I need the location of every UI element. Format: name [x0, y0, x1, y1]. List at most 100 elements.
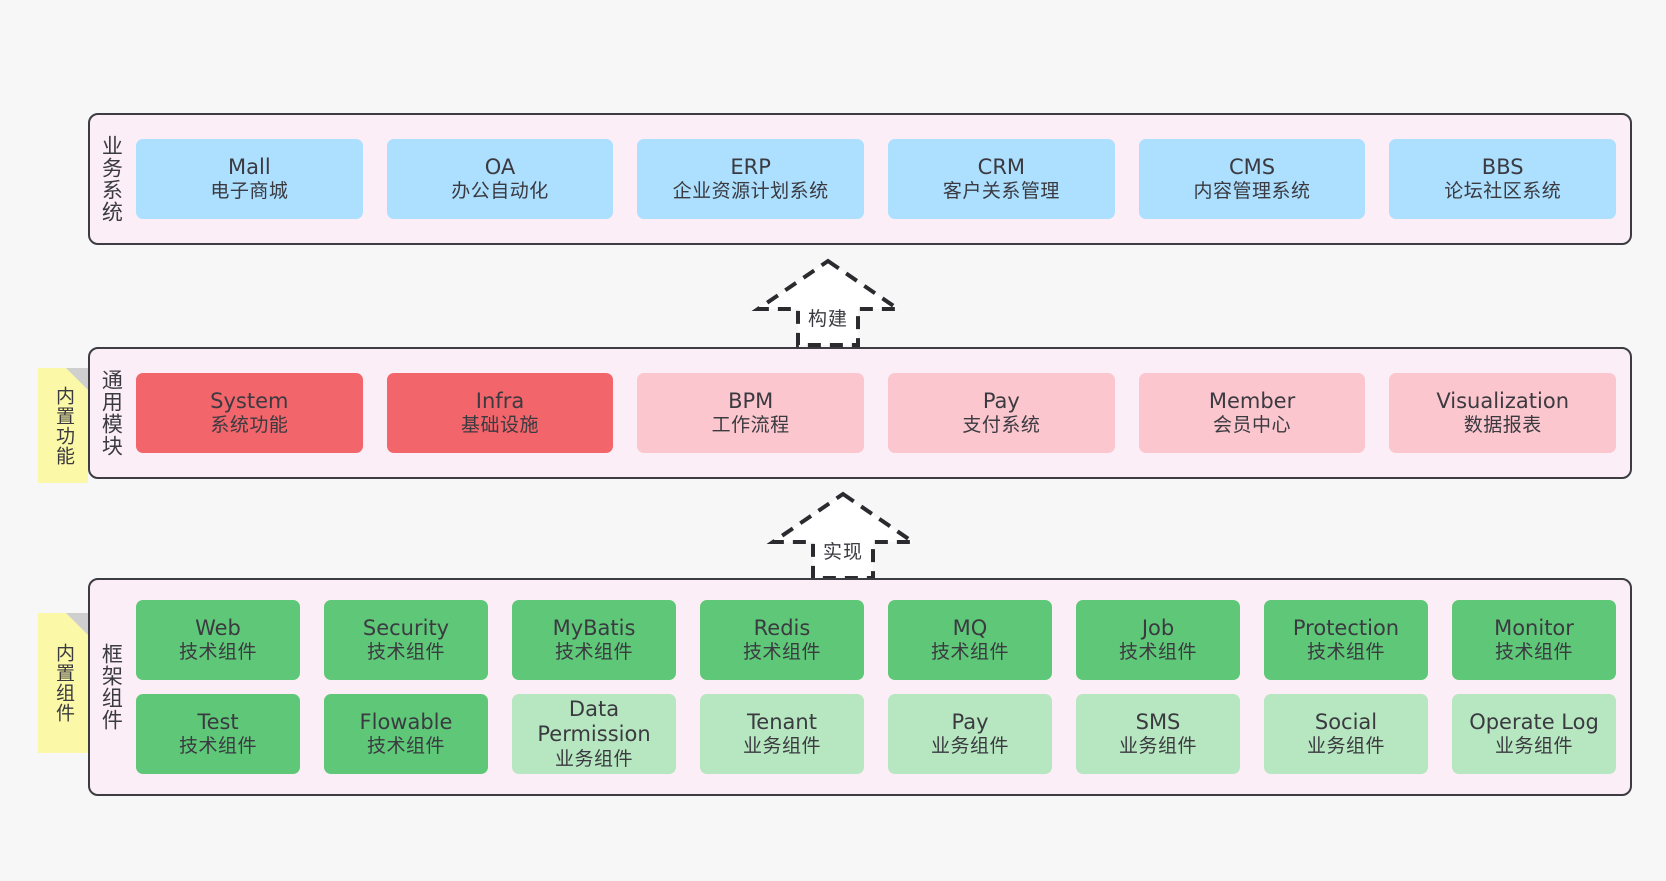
card-title: SMS: [1135, 709, 1181, 734]
hollow-arrow-up-icon: [766, 491, 920, 580]
arrow-build: 构建: [748, 255, 908, 347]
card-subtitle: 论坛社区系统: [1444, 180, 1562, 203]
card-subtitle: 系统功能: [210, 414, 289, 437]
hollow-arrow-up-icon: [751, 258, 905, 347]
card-sms[interactable]: SMS 业务组件: [1076, 694, 1240, 774]
card-title: MQ: [952, 615, 988, 640]
card-operate-log[interactable]: Operate Log 业务组件: [1452, 694, 1616, 774]
layer-body-common-module: System 系统功能 Infra 基础设施 BPM 工作流程 Pay 支付系统…: [132, 349, 1630, 477]
card-title: Operate Log: [1469, 709, 1599, 734]
card-title: System: [210, 388, 289, 413]
layer-business-system: 业务系统 Mall 电子商城 OA 办公自动化 ERP 企业资源计划系统 CRM…: [88, 113, 1632, 245]
card-subtitle: 技术组件: [1306, 641, 1385, 664]
card-subtitle: 会员中心: [1213, 414, 1292, 437]
card-infra[interactable]: Infra 基础设施: [386, 373, 614, 453]
card-title: Member: [1208, 388, 1296, 413]
card-oa[interactable]: OA 办公自动化: [386, 139, 614, 219]
card-title: Data Permission: [537, 696, 651, 747]
card-subtitle: 业务组件: [742, 735, 821, 758]
card-title: Monitor: [1494, 615, 1574, 640]
card-row: Mall 电子商城 OA 办公自动化 ERP 企业资源计划系统 CRM 客户关系…: [136, 139, 1617, 219]
card-bpm[interactable]: BPM 工作流程: [637, 373, 865, 453]
card-subtitle: 技术组件: [742, 641, 821, 664]
card-subtitle: 企业资源计划系统: [672, 180, 829, 203]
layer-common-module: 通用模块 System 系统功能 Infra 基础设施 BPM 工作流程 Pay…: [88, 347, 1632, 479]
card-title: BPM: [728, 388, 774, 413]
card-erp[interactable]: ERP 企业资源计划系统: [637, 139, 865, 219]
card-row: System 系统功能 Infra 基础设施 BPM 工作流程 Pay 支付系统…: [136, 373, 1617, 453]
layer-label-common-module: 通用模块: [99, 369, 124, 457]
card-mq[interactable]: MQ 技术组件: [888, 600, 1052, 680]
card-title: Job: [1141, 615, 1175, 640]
arrow-implement: 实现: [763, 488, 923, 580]
card-monitor[interactable]: Monitor 技术组件: [1452, 600, 1616, 680]
card-security[interactable]: Security 技术组件: [324, 600, 488, 680]
note-label: 内置组件: [52, 643, 75, 723]
card-subtitle: 业务组件: [1494, 735, 1573, 758]
card-crm[interactable]: CRM 客户关系管理: [888, 139, 1115, 219]
arrow-label: 实现: [822, 541, 863, 563]
card-title: Security: [362, 615, 450, 640]
card-subtitle: 基础设施: [461, 414, 540, 437]
card-protection[interactable]: Protection 技术组件: [1264, 600, 1428, 680]
card-subtitle: 数据报表: [1463, 414, 1542, 437]
card-social[interactable]: Social 业务组件: [1264, 694, 1428, 774]
card-mall[interactable]: Mall 电子商城: [136, 139, 363, 219]
card-title: Social: [1314, 709, 1378, 734]
card-pay-business[interactable]: Pay 业务组件: [888, 694, 1052, 774]
card-subtitle: 支付系统: [962, 414, 1041, 437]
card-title: BBS: [1481, 154, 1524, 179]
layer-framework-component: 框架组件 Web 技术组件 Security 技术组件 MyBatis 技术组件…: [88, 578, 1632, 796]
card-title: OA: [484, 154, 516, 179]
card-subtitle: 工作流程: [711, 414, 790, 437]
card-system[interactable]: System 系统功能: [136, 373, 363, 453]
card-subtitle: 技术组件: [178, 735, 257, 758]
card-subtitle: 技术组件: [366, 735, 445, 758]
arrow-label: 构建: [807, 308, 848, 330]
card-subtitle: 技术组件: [1118, 641, 1197, 664]
card-title: Visualization: [1436, 388, 1570, 413]
card-title: Pay: [982, 388, 1020, 413]
card-web[interactable]: Web 技术组件: [136, 600, 300, 680]
card-bbs[interactable]: BBS 论坛社区系统: [1389, 139, 1617, 219]
card-row: Test 技术组件 Flowable 技术组件 Data Permission …: [136, 694, 1616, 774]
card-member[interactable]: Member 会员中心: [1138, 373, 1366, 453]
card-cms[interactable]: CMS 内容管理系统: [1138, 139, 1366, 219]
layer-label-framework-component: 框架组件: [99, 643, 124, 731]
card-subtitle: 业务组件: [1118, 735, 1197, 758]
card-tenant[interactable]: Tenant 业务组件: [700, 694, 864, 774]
card-subtitle: 技术组件: [554, 641, 633, 664]
card-title: Web: [195, 615, 241, 640]
note-fold-corner-icon: [66, 368, 88, 390]
card-subtitle: 办公自动化: [451, 180, 549, 203]
card-title: Infra: [475, 388, 525, 413]
note-builtin-component: 内置组件: [38, 613, 88, 753]
card-title: Test: [197, 709, 239, 734]
card-subtitle: 技术组件: [930, 641, 1009, 664]
card-subtitle: 业务组件: [1306, 735, 1385, 758]
card-subtitle: 内容管理系统: [1193, 180, 1311, 203]
card-title: Tenant: [747, 709, 817, 734]
note-fold-corner-icon: [66, 613, 88, 635]
card-data-permission[interactable]: Data Permission 业务组件: [512, 694, 676, 774]
card-mybatis[interactable]: MyBatis 技术组件: [512, 600, 676, 680]
card-pay[interactable]: Pay 支付系统: [888, 373, 1115, 453]
layer-body-business-system: Mall 电子商城 OA 办公自动化 ERP 企业资源计划系统 CRM 客户关系…: [132, 115, 1630, 243]
card-subtitle: 业务组件: [930, 735, 1009, 758]
card-flowable[interactable]: Flowable 技术组件: [324, 694, 488, 774]
card-title: Flowable: [359, 709, 453, 734]
card-visualization[interactable]: Visualization 数据报表: [1389, 373, 1617, 453]
layer-body-framework-component: Web 技术组件 Security 技术组件 MyBatis 技术组件 Redi…: [132, 580, 1630, 794]
card-subtitle: 技术组件: [1494, 641, 1573, 664]
card-title: Mall: [228, 154, 271, 179]
card-test[interactable]: Test 技术组件: [136, 694, 300, 774]
card-redis[interactable]: Redis 技术组件: [700, 600, 864, 680]
card-job[interactable]: Job 技术组件: [1076, 600, 1240, 680]
card-title: ERP: [730, 154, 771, 179]
card-title: CMS: [1228, 154, 1276, 179]
note-label: 内置功能: [52, 385, 75, 466]
card-title: CRM: [977, 154, 1026, 179]
card-subtitle: 技术组件: [178, 641, 257, 664]
card-title: Pay: [951, 709, 989, 734]
note-builtin-function: 内置功能: [38, 368, 88, 483]
